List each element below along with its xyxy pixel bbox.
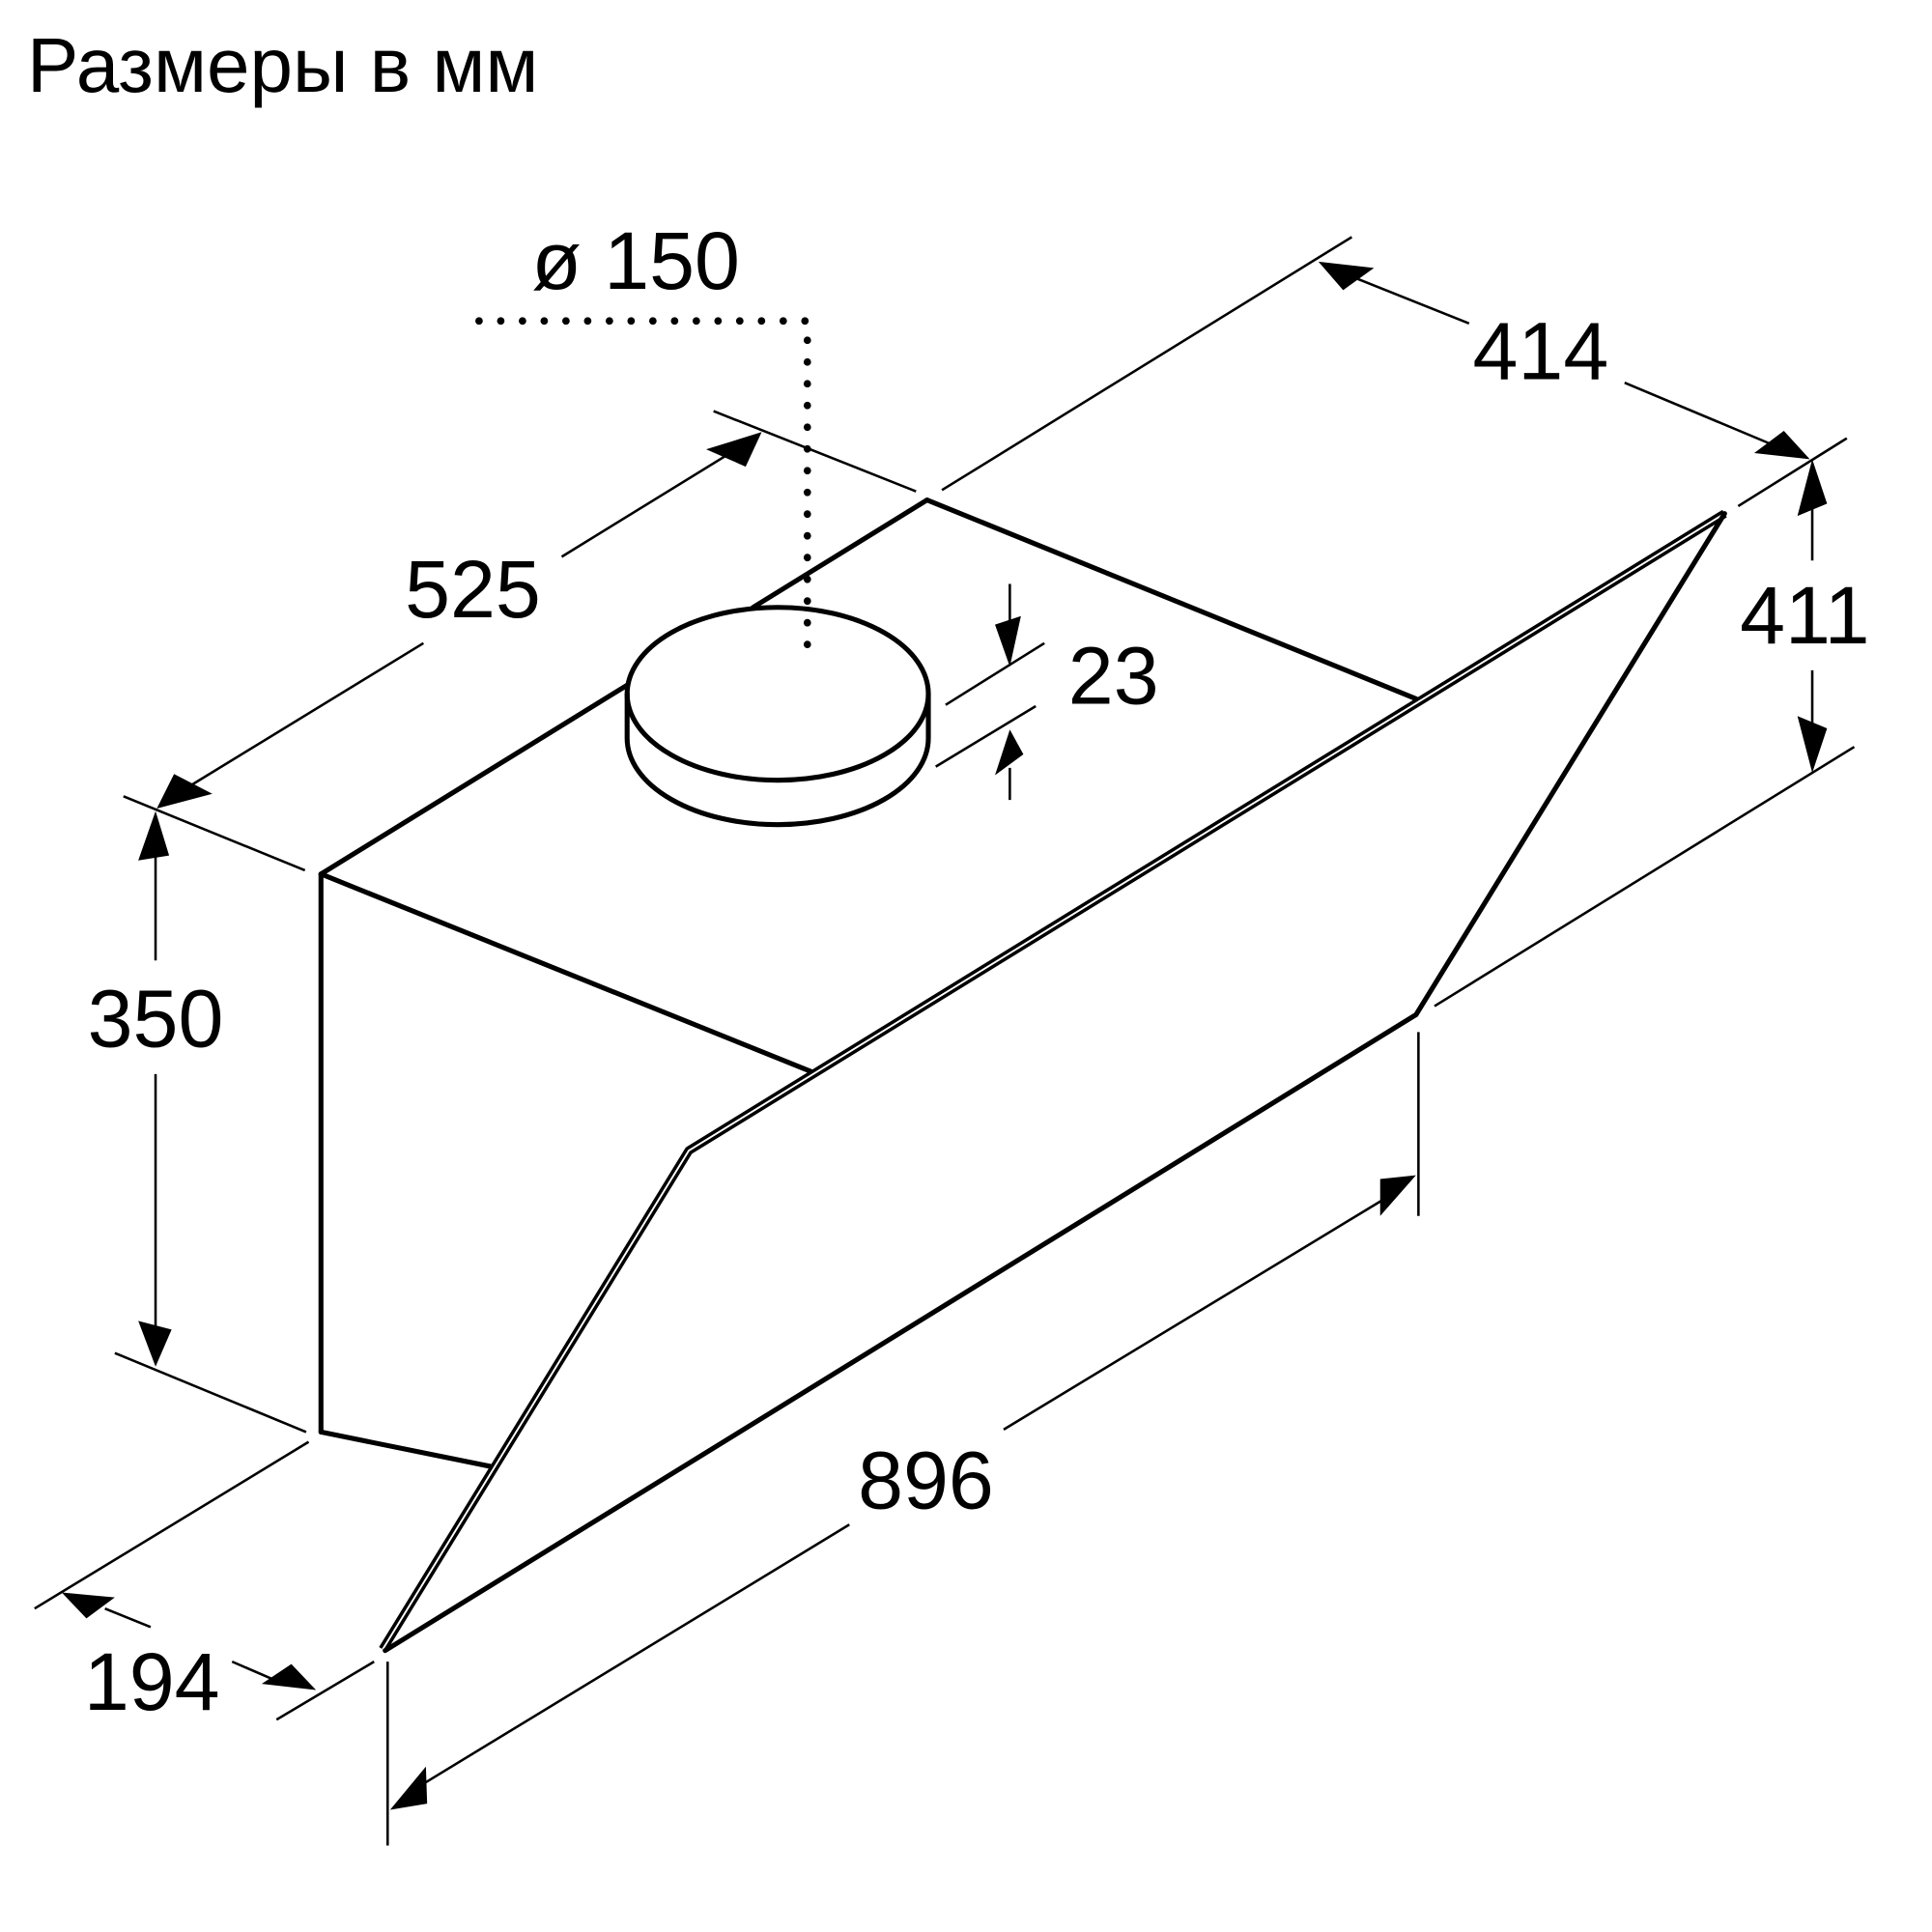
dim-194-label: 194 <box>84 1636 220 1727</box>
dim-350-label: 350 <box>88 974 224 1065</box>
dim-411-label: 411 <box>1740 570 1869 661</box>
dim-194 <box>34 1440 375 1721</box>
duct-diameter-label: ø 150 <box>531 215 740 306</box>
dim-350 <box>114 810 307 1434</box>
hood-body <box>318 497 1419 1469</box>
body-top-right-edge <box>924 497 1419 701</box>
glass-lower-edges <box>383 511 1727 1654</box>
dim-525 <box>123 410 917 872</box>
body-top-back-edge <box>750 497 930 611</box>
duct-collar <box>624 605 931 828</box>
dim-414 <box>941 236 1848 508</box>
dim-896-label: 896 <box>858 1435 994 1526</box>
dim-414-label: 414 <box>1473 305 1609 396</box>
drawing-title: Размеры в мм <box>27 22 539 108</box>
dim-23-label: 23 <box>1068 630 1159 721</box>
body-top-left-edge <box>318 682 630 877</box>
body-front-top-edge <box>318 871 814 1074</box>
dim-23 <box>935 583 1045 801</box>
dim-525-label: 525 <box>405 544 541 635</box>
dim-896 <box>386 1032 1420 1846</box>
duct-diameter-leader <box>475 317 811 666</box>
glass-panel <box>379 509 1727 1654</box>
body-bottom-edge <box>318 1429 495 1469</box>
dim-411 <box>1434 459 1856 1008</box>
